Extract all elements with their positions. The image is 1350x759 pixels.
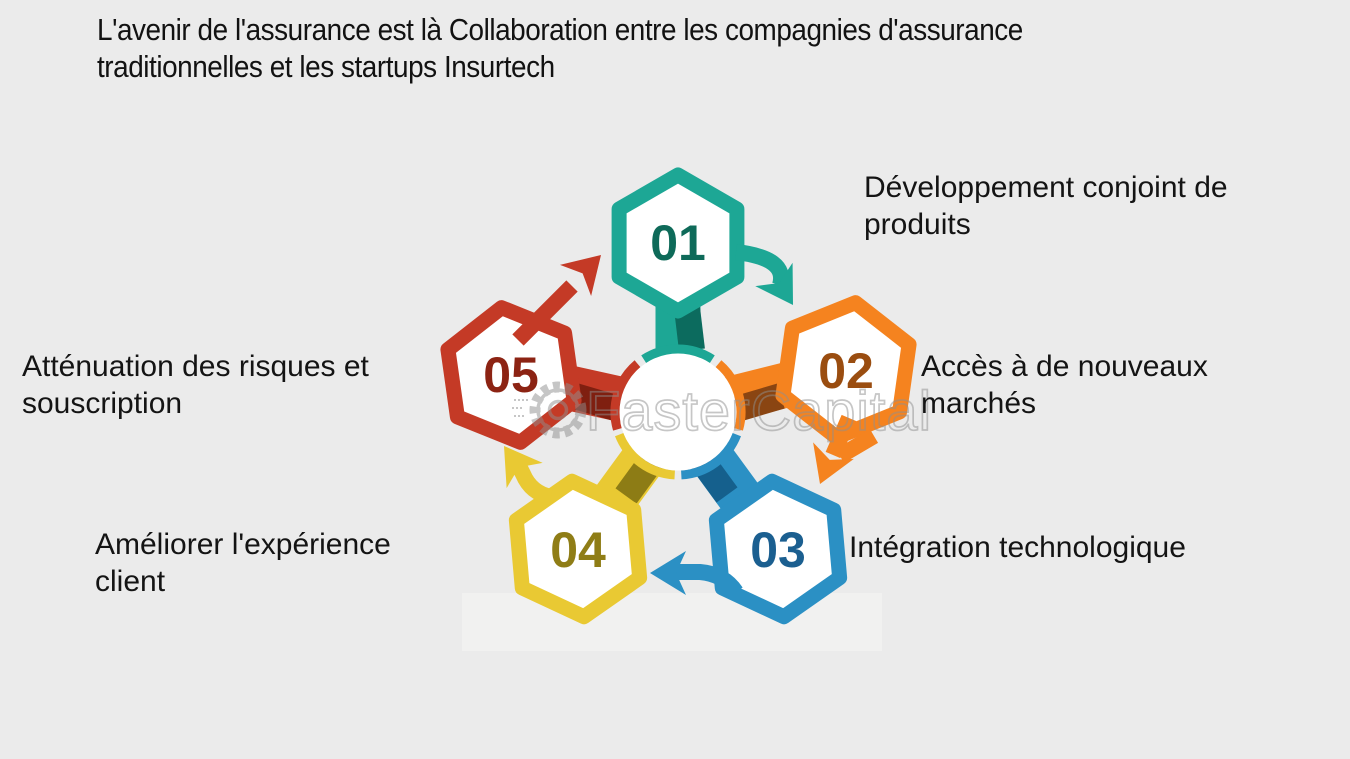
hexagon-03 — [708, 473, 848, 625]
label-step-02: Accès à de nouveaux marchés — [921, 350, 1208, 420]
hexagon-03-shape — [708, 473, 848, 625]
label-step-01: Développement conjoint de produits — [864, 171, 1228, 241]
hexagon-04-shape — [508, 473, 648, 625]
center-circle — [619, 353, 737, 471]
arrow-shaft-02-03 — [825, 414, 879, 463]
hexagon-05-number: 05 — [483, 347, 539, 403]
hexagon-05-shape — [440, 300, 582, 450]
hexagon-01 — [611, 167, 745, 319]
hexagon-04 — [508, 473, 648, 625]
ring-arc-01 — [641, 344, 715, 364]
hexagon-02-number: 02 — [818, 343, 874, 399]
ring-arc-02 — [715, 360, 746, 431]
ring-arc-05 — [610, 360, 641, 431]
label-step-03: Intégration technologique — [849, 531, 1186, 564]
arrow-shaft-01-02 — [734, 244, 790, 288]
hexagon-03-number: 03 — [750, 522, 806, 578]
arrow-shaft-04-05 — [510, 460, 553, 505]
watermark-text: FasterCapital — [586, 379, 932, 442]
ring-arc-04 — [615, 432, 676, 480]
spoke-shadow-03 — [689, 450, 738, 503]
hexagon-04-number: 04 — [550, 522, 606, 578]
spoke-shadow-01 — [674, 306, 705, 352]
hexagon-05 — [440, 300, 582, 450]
center-ring — [610, 344, 746, 480]
hexagon-01-number: 01 — [650, 215, 706, 271]
arrow-shaft-03-04 — [676, 564, 743, 597]
page-title-line1: L'avenir de l'assurance est là Collabora… — [97, 12, 1023, 47]
page-title-line2: traditionnelles et les startups Insurtec… — [97, 49, 555, 84]
page-title: L'avenir de l'assurance est là Collabora… — [97, 11, 1023, 85]
ring-arc-03 — [680, 432, 741, 480]
label-step-05: Atténuation des risques et souscription — [22, 350, 369, 420]
label-step-04: Améliorer l'expérience client — [95, 528, 391, 598]
gear-icon — [512, 381, 587, 439]
hexagon-01-shape — [611, 167, 745, 319]
hexagon-numbers: 01 02 03 04 05 — [483, 215, 874, 578]
watermark: FasterCapital — [512, 378, 932, 443]
arrow-shaft-05-01 — [512, 280, 578, 346]
diagram-shadow-band — [462, 593, 882, 651]
arrows — [510, 244, 879, 597]
